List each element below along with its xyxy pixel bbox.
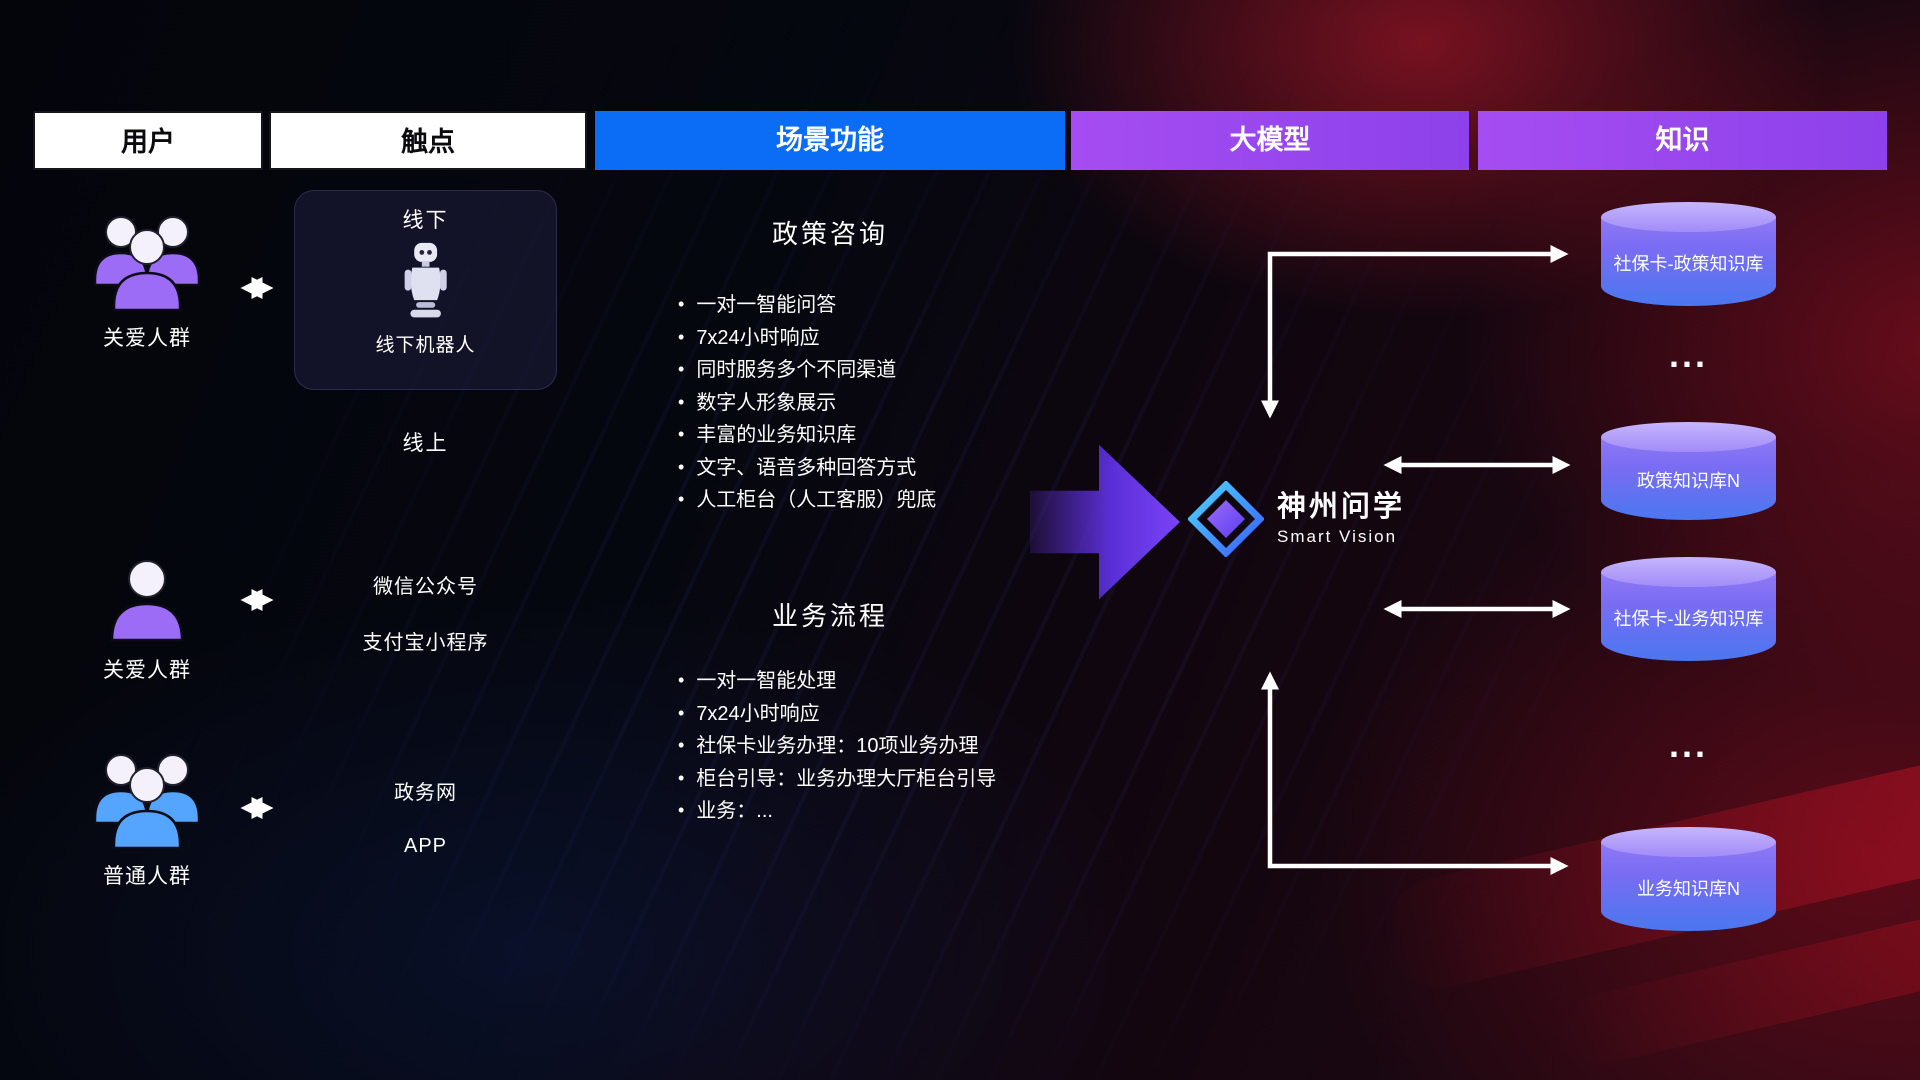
kb-label: 社保卡-政策知识库 <box>1613 253 1764 274</box>
offline-touchpoint-card: 线下 线下机器人 <box>294 190 557 390</box>
user-group-care-1: 关爱人群 <box>55 206 239 352</box>
header-touchpoints-label: 触点 <box>401 127 455 157</box>
database-icon <box>1601 422 1776 452</box>
kb-ellipsis: ... <box>1668 724 1708 765</box>
kb-label: 政策知识库N <box>1637 470 1740 491</box>
header-touchpoints: 触点 <box>269 111 587 170</box>
kb-label: 社保卡-业务知识库 <box>1613 608 1764 629</box>
kb-policy-n: 政策知识库N <box>1601 422 1776 520</box>
user-label: 普通人群 <box>103 865 191 888</box>
kb-business-n: 业务知识库N <box>1601 827 1776 931</box>
header-scenarios: 场景功能 <box>595 111 1065 170</box>
touchpoint-alipay: 支付宝小程序 <box>362 632 489 654</box>
kb-ellipsis: ... <box>1668 334 1708 375</box>
list-item: 数字人形象展示 <box>678 387 936 420</box>
list-item: 丰富的业务知识库 <box>678 419 936 452</box>
list-item: 人工柜台（人工客服）兜底 <box>678 484 936 517</box>
header-users-label: 用户 <box>121 127 175 157</box>
robot-icon <box>404 242 447 318</box>
model-subtitle: Smart Vision <box>1277 527 1398 546</box>
touchpoint-wechat: 微信公众号 <box>373 576 478 598</box>
kb-label: 业务知识库N <box>1637 878 1740 899</box>
business-process-list: 一对一智能处理 7x24小时响应 社保卡业务办理：10项业务办理 柜台引导：业务… <box>678 665 996 828</box>
user-person-care-2: 关爱人群 <box>55 552 239 684</box>
model-logo: 神州问学 Smart Vision <box>1188 481 1405 557</box>
header-knowledge: 知识 <box>1478 111 1887 170</box>
user-label: 关爱人群 <box>103 327 191 350</box>
header-knowledge-label: 知识 <box>1655 125 1710 155</box>
database-icon <box>1601 202 1776 232</box>
header-users: 用户 <box>33 111 263 170</box>
list-item: 7x24小时响应 <box>678 322 936 355</box>
touchpoint-app: APP <box>403 835 448 857</box>
list-item: 文字、语音多种回答方式 <box>678 452 936 485</box>
touchpoint-gov-site: 政务网 <box>394 782 457 804</box>
policy-consult-list: 一对一智能问答 7x24小时响应 同时服务多个不同渠道 数字人形象展示 丰富的业… <box>678 289 936 517</box>
offline-title: 线下 <box>402 209 449 232</box>
list-item: 一对一智能问答 <box>678 289 936 322</box>
online-title: 线上 <box>402 432 449 455</box>
model-logo-text: 神州问学 Smart Vision <box>1277 491 1405 547</box>
header-model-label: 大模型 <box>1229 125 1311 155</box>
user-label: 关爱人群 <box>103 659 191 682</box>
diamond-logo-icon <box>1188 481 1264 557</box>
kb-policy-sscard: 社保卡-政策知识库 <box>1601 202 1776 306</box>
database-icon <box>1601 827 1776 857</box>
header-scenarios-label: 场景功能 <box>776 125 884 155</box>
business-process-title: 业务流程 <box>771 601 888 631</box>
user-group-icon <box>93 754 201 850</box>
header-model: 大模型 <box>1071 111 1469 170</box>
list-item: 7x24小时响应 <box>678 698 996 731</box>
list-item: 同时服务多个不同渠道 <box>678 354 936 387</box>
user-group-icon <box>93 216 201 312</box>
user-group-general: 普通人群 <box>55 744 239 890</box>
user-person-icon <box>110 560 184 642</box>
list-item: 业务：... <box>678 795 996 828</box>
model-name: 神州问学 <box>1277 491 1406 523</box>
policy-consult-title: 政策咨询 <box>771 219 888 249</box>
offline-robot-label: 线下机器人 <box>375 335 476 356</box>
list-item: 一对一智能处理 <box>678 665 996 698</box>
list-item: 柜台引导：业务办理大厅柜台引导 <box>678 763 996 796</box>
database-icon <box>1601 557 1776 587</box>
kb-business-sscard: 社保卡-业务知识库 <box>1601 557 1776 661</box>
list-item: 社保卡业务办理：10项业务办理 <box>678 730 996 763</box>
